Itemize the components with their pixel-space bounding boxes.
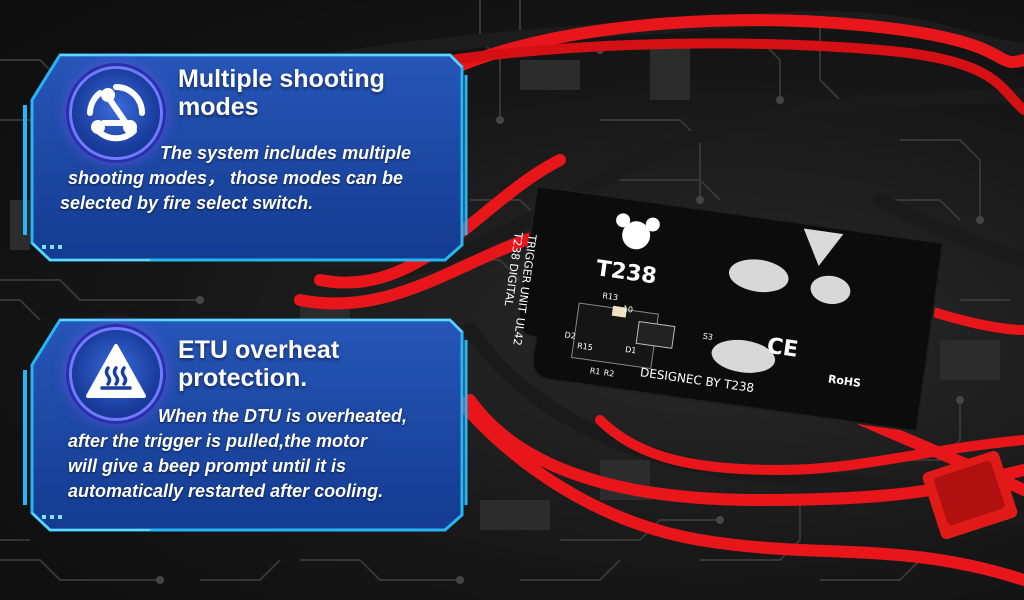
share-nodes-icon [72, 69, 160, 157]
ce-mark: CE [765, 334, 799, 363]
component-label: D1 [625, 345, 637, 355]
feature-title: ETU overheat protection. [178, 336, 340, 392]
component-label: D2 [564, 330, 576, 340]
feature-description: The system includes multiple shooting mo… [60, 143, 412, 213]
board-brand-label: T238 [594, 256, 658, 289]
designer-label: DESIGNEC BY T238 [639, 365, 755, 395]
feature-card-shooting-modes: Multiple shooting modes The system inclu… [20, 45, 470, 270]
feature-description: When the DTU is overheated, after the tr… [68, 406, 408, 501]
feature-title: Multiple shooting modes [178, 65, 385, 121]
component-label: 10 [622, 304, 633, 314]
component-label: S3 [702, 332, 713, 342]
feature-card-overheat-protection: ETU overheat protection. When the DTU is… [20, 310, 470, 540]
rohs-mark: RoHS [827, 372, 862, 389]
board-vertical-label: UL42 [510, 317, 527, 347]
deans-connector [922, 450, 1018, 540]
component-label: R2 [603, 368, 615, 378]
component-label: R13 [602, 291, 619, 302]
overheat-warning-icon [72, 330, 160, 418]
component-label: R1 [589, 366, 601, 376]
component-label: R15 [577, 341, 594, 352]
